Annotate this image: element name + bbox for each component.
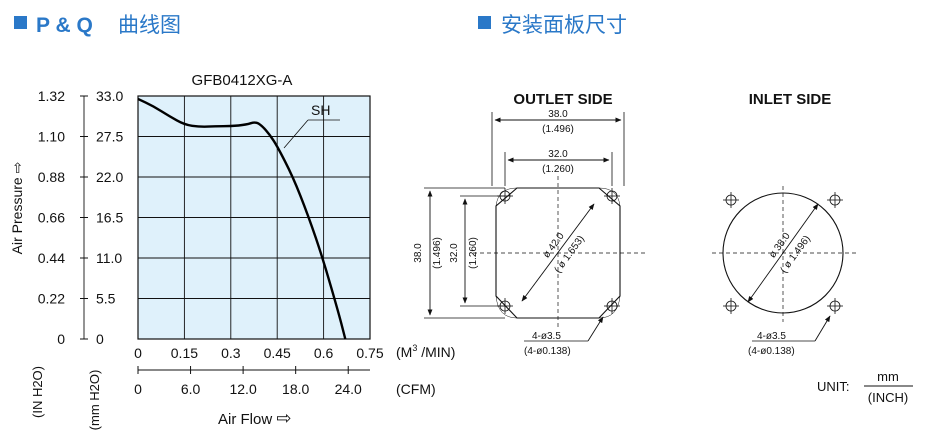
x-tick-label-cfm: 24.0 [335,381,362,397]
x-axis-label: Air Flow ⇨ [218,408,291,428]
y-axis-inh2o: 1.32 1.10 0.88 0.66 0.44 0.22 0 [38,88,88,347]
arrow-right-icon: ⇨ [276,408,291,428]
x-tick-label-m3: 0.3 [221,345,241,361]
grid [138,96,370,339]
y-tick-label-mmh2o: 22.0 [96,169,123,185]
header-square-icon [478,16,491,29]
inlet-hole-leader [814,315,831,342]
outer-height-mm: 38.0 [413,243,424,263]
outlet-hole-leader [587,316,604,342]
x-tick-label-m3: 0 [134,345,142,361]
y-tick-label-mmh2o: 16.5 [96,210,123,226]
inner-width-inch: (1.260) [542,164,574,175]
inlet-hole-mm: 4-ø3.5 [757,331,786,342]
right-header: 安装面板尺寸 [478,14,627,37]
x-tick-label-cfm: 18.0 [282,381,309,397]
y-tick-label-inh2o: 0.22 [38,291,65,307]
y-axis-label-group: Air Pressure ⇨ [9,161,25,254]
y-unit-mmh2o: (mm H2O) [87,370,102,431]
y-tick-label-mmh2o: 33.0 [96,88,123,104]
x-tick-label-m3: 0.75 [356,345,383,361]
x-unit-cfm: (CFM) [396,381,436,397]
svg-text:(mm H2O): (mm H2O) [87,370,102,431]
arrow-right-icon: ⇨ [9,161,25,173]
inlet-hole-inch: (4-ø0.138) [748,346,795,357]
y-tick-label-inh2o: 0.66 [38,210,65,226]
y-axis-mmh2o: 33.0 27.5 22.0 16.5 11.0 5.5 0 [96,88,123,347]
series-layer [137,97,347,340]
inner-height-mm: 32.0 [449,243,460,263]
inlet-title: INLET SIDE [749,91,832,108]
unit-bottom: (INCH) [868,390,908,405]
x-tick-label-cfm: 0 [134,381,142,397]
inlet-mounting-holes [723,192,843,314]
unit-top: mm [877,369,899,384]
inlet-side-drawing: INLET SIDE ø 38.0 ( ø 1.496) 4-ø3.5 (4-ø… [712,91,858,357]
inner-width-mm: 32.0 [548,149,568,160]
y-tick-label-mmh2o: 27.5 [96,129,123,145]
unit-label: UNIT: [817,379,850,394]
outlet-diameter-dim [521,203,595,302]
y-tick-label-mmh2o: 0 [96,331,104,347]
y-tick-label-inh2o: 0.44 [38,250,65,266]
x-tick-label-cfm: 12.0 [229,381,256,397]
header-pq-label: P & Q [36,14,93,37]
pq-chart: GFB0412XG-A 1.32 1.10 0.88 0.66 0.44 0.22 0 33… [9,72,455,430]
curve-label-leader [283,119,309,149]
y-tick-label-mmh2o: 11.0 [96,250,122,266]
x-tick-label-m3: 0.15 [171,345,198,361]
y-tick-label-mmh2o: 5.5 [96,291,116,307]
outlet-hole-mm: 4-ø3.5 [532,331,561,342]
chart-title: GFB0412XG-A [192,72,293,89]
inlet-diameter-dim [747,203,819,303]
header-square-icon [14,16,27,29]
outlet-side-drawing: OUTLET SIDE 38.0 (1.496) 32.0 (1.260) 38… [413,91,645,357]
y-axis-label: Air Pressure ⇨ [9,161,25,254]
left-header: P & Q 曲线图 [14,14,181,37]
outer-height-inch: (1.496) [432,237,443,269]
outlet-title: OUTLET SIDE [513,91,612,108]
outer-width-mm: 38.0 [548,109,568,120]
y-tick-label-inh2o: 0 [57,331,65,347]
y-tick-label-inh2o: 0.88 [38,169,65,185]
x-tick-label-cfm: 6.0 [181,381,201,397]
unit-note: UNIT: mm (INCH) [817,369,913,405]
x-axis-m3min: 0 0.15 0.3 0.45 0.6 0.75 [134,345,384,361]
x-axis-cfm: 0 6.0 12.0 18.0 24.0 [134,366,370,397]
y-unit-inh2o: (IN H2O) [30,366,45,418]
x-unit-m3min: (M3 /MIN) [396,343,455,360]
svg-text:(IN H2O): (IN H2O) [30,366,45,418]
x-tick-label-m3: 0.45 [264,345,291,361]
series-line-sh [137,97,347,340]
header-mount-title: 安装面板尺寸 [501,14,627,37]
outer-width-inch: (1.496) [542,124,574,135]
x-tick-label-m3: 0.6 [314,345,334,361]
outlet-hole-inch: (4-ø0.138) [524,346,571,357]
header-curve-label: 曲线图 [118,14,181,37]
y-tick-label-inh2o: 1.32 [38,88,65,104]
outlet-mounting-holes [497,188,620,314]
curve-label: SH [311,102,330,118]
y-tick-label-inh2o: 1.10 [38,129,65,145]
